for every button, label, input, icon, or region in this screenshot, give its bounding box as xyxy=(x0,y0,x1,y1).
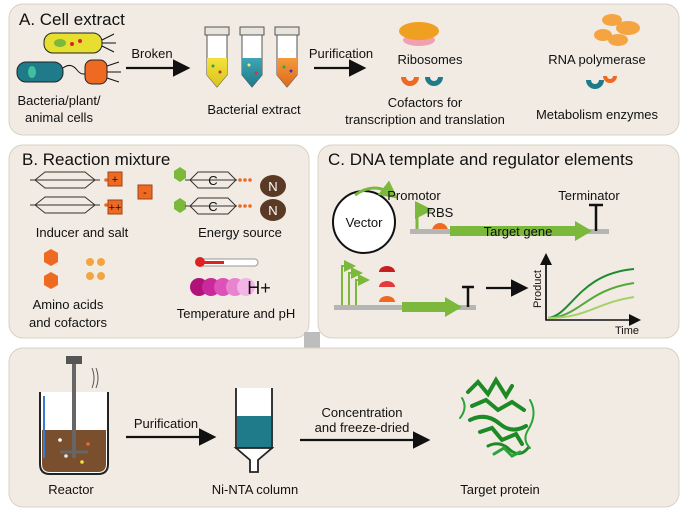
metabolism-enzyme-icon xyxy=(586,76,617,89)
panel-a xyxy=(8,3,680,136)
target-gene-arrow xyxy=(450,221,592,241)
energy-label: Energy source xyxy=(198,225,282,240)
terminator-icon-2 xyxy=(462,285,474,307)
target-protein-illustration xyxy=(459,376,535,458)
cells-illustration xyxy=(16,32,121,85)
amino-label-line1: Amino acids xyxy=(33,297,104,312)
double-plus-sign: ++ xyxy=(109,202,122,214)
minus-sign: - xyxy=(143,187,147,199)
terminator-label: Terminator xyxy=(558,188,620,203)
cofactors-label-line1: Cofactors for xyxy=(388,95,463,110)
broken-label: Broken xyxy=(131,46,172,61)
ni-nta-column xyxy=(233,388,275,473)
inducer-label: Inducer and salt xyxy=(36,225,129,240)
amino-acid-icons xyxy=(44,249,105,289)
ph-bubbles-icon xyxy=(190,278,255,296)
target-gene-label: Target gene xyxy=(484,224,553,239)
extract-label: Bacterial extract xyxy=(207,102,301,117)
n-letter-1: N xyxy=(268,179,277,194)
panel-a-title: A. Cell extract xyxy=(19,10,125,29)
promotor-arrow xyxy=(415,201,433,230)
ribosomes-label: Ribosomes xyxy=(397,52,463,67)
concentration-label-line1: Concentration xyxy=(322,405,403,420)
protein-label: Target protein xyxy=(460,482,540,497)
reactor-label: Reactor xyxy=(48,482,94,497)
cells-label-line1: Bacteria/plant/ xyxy=(17,93,100,108)
metabolism-label: Metabolism enzymes xyxy=(536,107,659,122)
temp-label: Temperature and pH xyxy=(177,306,296,321)
c-letter-2: C xyxy=(208,199,217,214)
multi-promotor-arrows xyxy=(341,260,370,306)
purification-a-label: Purification xyxy=(309,46,373,61)
product-axis-label: Product xyxy=(532,270,544,308)
product-time-graph xyxy=(540,253,641,326)
multi-rbs-icons xyxy=(379,266,395,302)
c-letter-1: C xyxy=(208,173,217,188)
target-gene-arrow-2 xyxy=(402,297,462,317)
vector-label: Vector xyxy=(346,215,384,230)
promotor-label: Promotor xyxy=(387,188,441,203)
cofactor-icon xyxy=(401,77,443,86)
time-axis-label: Time xyxy=(615,325,639,337)
rbs-label: RBS xyxy=(427,205,454,220)
cells-label-line2: animal cells xyxy=(25,110,93,125)
salt-cubes-icon xyxy=(107,171,153,215)
thermometer-icon xyxy=(195,257,259,267)
cofactors-label-line2: transcription and translation xyxy=(345,112,505,127)
plus-sign: + xyxy=(112,174,118,186)
column-label: Ni-NTA column xyxy=(212,482,298,497)
n-letter-2: N xyxy=(268,203,277,218)
h-plus-label: H+ xyxy=(247,278,271,298)
reactor-illustration xyxy=(39,356,109,475)
rna-polymerase-label: RNA polymerase xyxy=(548,52,646,67)
extract-tubes xyxy=(204,26,300,88)
ribosome-icon xyxy=(399,22,439,46)
panel-b-title: B. Reaction mixture xyxy=(22,150,170,169)
purification-d-label: Purification xyxy=(134,416,198,431)
vector-insert-arrow xyxy=(354,180,398,199)
terminator-icon xyxy=(589,203,603,231)
inducer-molecule-icon xyxy=(30,171,118,214)
panel-c xyxy=(317,144,680,339)
panel-c-title: C. DNA template and regulator elements xyxy=(328,150,633,169)
concentration-label-line2: and freeze-dried xyxy=(315,420,410,435)
rna-polymerase-icon xyxy=(594,14,640,46)
amino-label-line2: and cofactors xyxy=(29,315,108,330)
energy-molecule-icon xyxy=(174,167,286,221)
